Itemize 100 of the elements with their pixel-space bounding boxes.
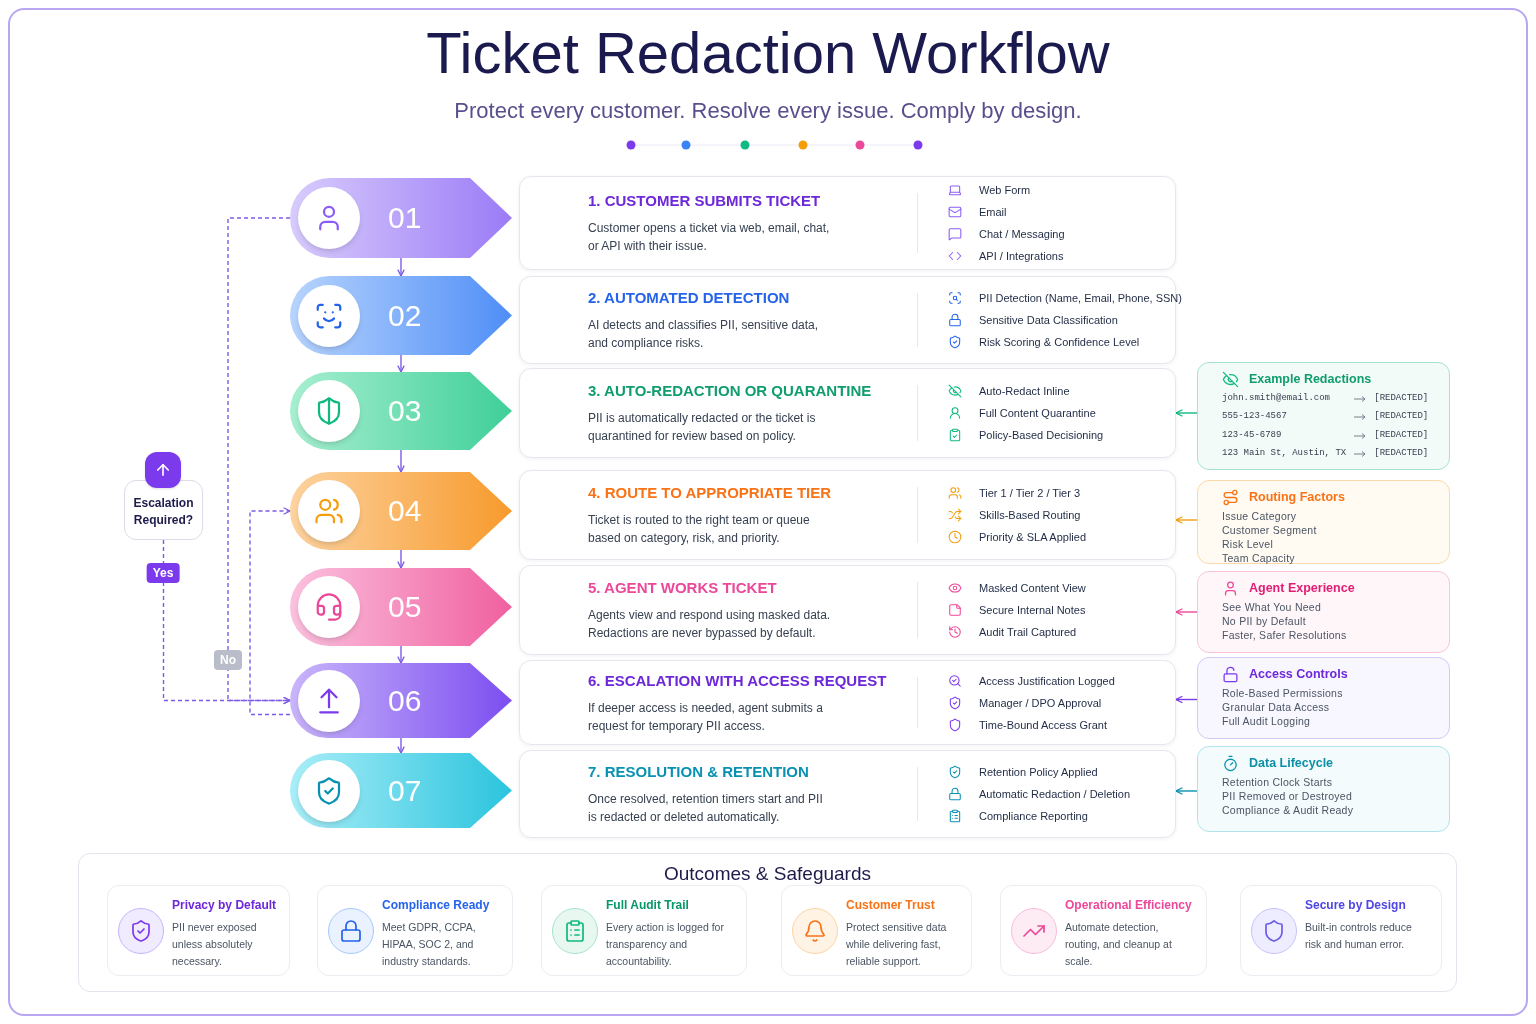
subtitle: Protect every customer. Resolve every issue. Comply by design. bbox=[454, 97, 1082, 125]
arrow bbox=[397, 449, 405, 473]
arrow bbox=[397, 257, 405, 277]
info-panel bbox=[1197, 362, 1450, 470]
feature-item: Time-Bound Access Grant bbox=[979, 717, 1107, 732]
step-card bbox=[519, 470, 1176, 560]
arrow bbox=[1175, 695, 1198, 704]
original-value: john.smith@email.com bbox=[1222, 391, 1332, 405]
feature-item: Retention Policy Applied bbox=[979, 765, 1098, 779]
outcome-title: Privacy by Default bbox=[172, 898, 278, 913]
feature-item: Sensitive Data Classification bbox=[979, 313, 1118, 327]
step-title: 5. AGENT WORKS TICKET bbox=[588, 578, 778, 597]
step-number: 04 bbox=[388, 496, 422, 526]
outcome-description: Every action is logged for transparency and accountability. bbox=[606, 920, 725, 969]
step-number: 06 bbox=[388, 685, 422, 716]
panel-item: Faster, Safer Resolutions bbox=[1222, 628, 1348, 642]
step-number-tab bbox=[290, 276, 512, 355]
outcome-card bbox=[1240, 885, 1442, 976]
panel-heading: Routing Factors bbox=[1249, 489, 1345, 506]
info-panel bbox=[1197, 657, 1450, 739]
arrow bbox=[1175, 787, 1198, 795]
feature-item: Access Justification Logged bbox=[979, 673, 1115, 688]
edge-label: Yes bbox=[146, 563, 180, 583]
step-description: If deeper access is needed, agent submits a request for temporary PII access. bbox=[588, 699, 824, 735]
feature-item: PII Detection (Name, Email, Phone, SSN) bbox=[979, 291, 1182, 305]
dashed-arrow bbox=[227, 217, 291, 705]
step-number-tab bbox=[290, 472, 512, 550]
arrow bbox=[1175, 516, 1198, 524]
step-title: 4. ROUTE TO APPROPRIATE TIER bbox=[588, 483, 833, 502]
panel-item: Retention Clock Starts bbox=[1222, 775, 1334, 789]
panel-item: Full Audit Logging bbox=[1222, 714, 1312, 728]
outcome-title: Full Audit Trail bbox=[606, 898, 690, 913]
section-heading: Outcomes & Safeguards bbox=[664, 862, 871, 886]
outcome-description: Automate detection, routing, and cleanup at scale. bbox=[1065, 920, 1173, 969]
feature-item: Audit Trail Captured bbox=[979, 625, 1077, 639]
step-number-tab bbox=[290, 372, 512, 450]
panel-item: Compliance & Audit Ready bbox=[1222, 803, 1355, 817]
panel-item: Team Capacity bbox=[1222, 551, 1296, 565]
step-number-tab bbox=[290, 753, 512, 828]
step-number: 05 bbox=[388, 592, 422, 622]
feature-item: Risk Scoring & Confidence Level bbox=[979, 335, 1140, 349]
step-description: Ticket is routed to the right team or queue based on category, risk, and priority. bbox=[588, 512, 811, 547]
feature-item: API / Integrations bbox=[979, 249, 1064, 263]
step-card bbox=[519, 565, 1176, 655]
panel-heading: Agent Experience bbox=[1249, 580, 1355, 597]
outcome-card bbox=[781, 885, 972, 976]
step-description: Agents view and respond using masked data. Redactions are never bypassed by default. bbox=[588, 607, 832, 642]
step-description: Once resolved, retention timers start and PII is redacted or deleted automatically. bbox=[588, 791, 824, 826]
panel-item: Role-Based Permissions bbox=[1222, 686, 1344, 700]
step-title: 3. AUTO-REDACTION OR QUARANTINE bbox=[588, 381, 873, 400]
feature-item: Policy-Based Decisioning bbox=[979, 428, 1104, 442]
section-panel bbox=[78, 853, 1457, 992]
feature-item: Priority & SLA Applied bbox=[979, 530, 1086, 544]
step-number: 07 bbox=[388, 775, 422, 806]
step-number-tab bbox=[290, 568, 512, 646]
outcome-description: Meet GDPR, CCPA, HIPAA, SOC 2, and industry standards. bbox=[382, 920, 477, 969]
step-card bbox=[519, 750, 1176, 838]
original-value: 555-123-4567 bbox=[1222, 410, 1288, 424]
redacted-value: [REDACTED] bbox=[1374, 447, 1429, 461]
step-number: 02 bbox=[388, 300, 422, 331]
original-value: 123 Main St, Austin, TX bbox=[1222, 447, 1347, 461]
outcome-title: Customer Trust bbox=[846, 898, 936, 913]
outcome-description: Protect sensitive data while delivering fast, reliable support. bbox=[846, 920, 948, 969]
panel-item: Customer Segment bbox=[1222, 523, 1318, 537]
feature-item: Full Content Quarantine bbox=[979, 406, 1096, 420]
arrow bbox=[397, 549, 405, 569]
feature-item: Email bbox=[979, 205, 1007, 219]
arrow bbox=[1175, 608, 1198, 616]
step-number: 01 bbox=[388, 203, 422, 233]
step-number-tab bbox=[290, 178, 512, 258]
outcome-description: PII never exposed unless absolutely necessary. bbox=[172, 920, 258, 969]
panel-item: Issue Category bbox=[1222, 509, 1298, 523]
dashed-arrow bbox=[249, 507, 291, 716]
panel-heading: Access Controls bbox=[1249, 666, 1348, 683]
step-title: 6. ESCALATION WITH ACCESS REQUEST bbox=[588, 670, 888, 690]
title: Ticket Redaction Workflow bbox=[426, 19, 1110, 87]
feature-item: Web Form bbox=[979, 183, 1031, 197]
feature-item: Auto-Redact Inline bbox=[979, 384, 1070, 398]
step-description: PII is automatically redacted or the ticket is quarantined for review based on policy. bbox=[588, 410, 817, 445]
step-card bbox=[519, 176, 1176, 270]
feature-item: Skills-Based Routing bbox=[979, 508, 1081, 522]
outcome-title: Compliance Ready bbox=[382, 898, 491, 913]
arrow bbox=[1175, 409, 1198, 417]
redacted-value: [REDACTED] bbox=[1374, 428, 1429, 442]
arrow bbox=[397, 354, 405, 373]
info-panel bbox=[1197, 480, 1450, 564]
step-number: 03 bbox=[388, 396, 422, 426]
step-title: 7. RESOLUTION & RETENTION bbox=[588, 762, 810, 781]
panel-item: No PII by Default bbox=[1222, 614, 1307, 628]
step-card bbox=[519, 660, 1176, 745]
arrow bbox=[397, 645, 405, 664]
arrow bbox=[397, 737, 405, 754]
redacted-value: [REDACTED] bbox=[1374, 410, 1429, 424]
outcome-title: Operational Efficiency bbox=[1065, 898, 1193, 913]
redacted-value: [REDACTED] bbox=[1374, 391, 1429, 405]
step-description: AI detects and classifies PII, sensitive data, and compliance risks. bbox=[588, 317, 820, 352]
outcome-title: Secure by Design bbox=[1305, 898, 1407, 913]
feature-item: Chat / Messaging bbox=[979, 227, 1065, 241]
feature-item: Secure Internal Notes bbox=[979, 603, 1086, 617]
info-panel bbox=[1197, 746, 1450, 832]
